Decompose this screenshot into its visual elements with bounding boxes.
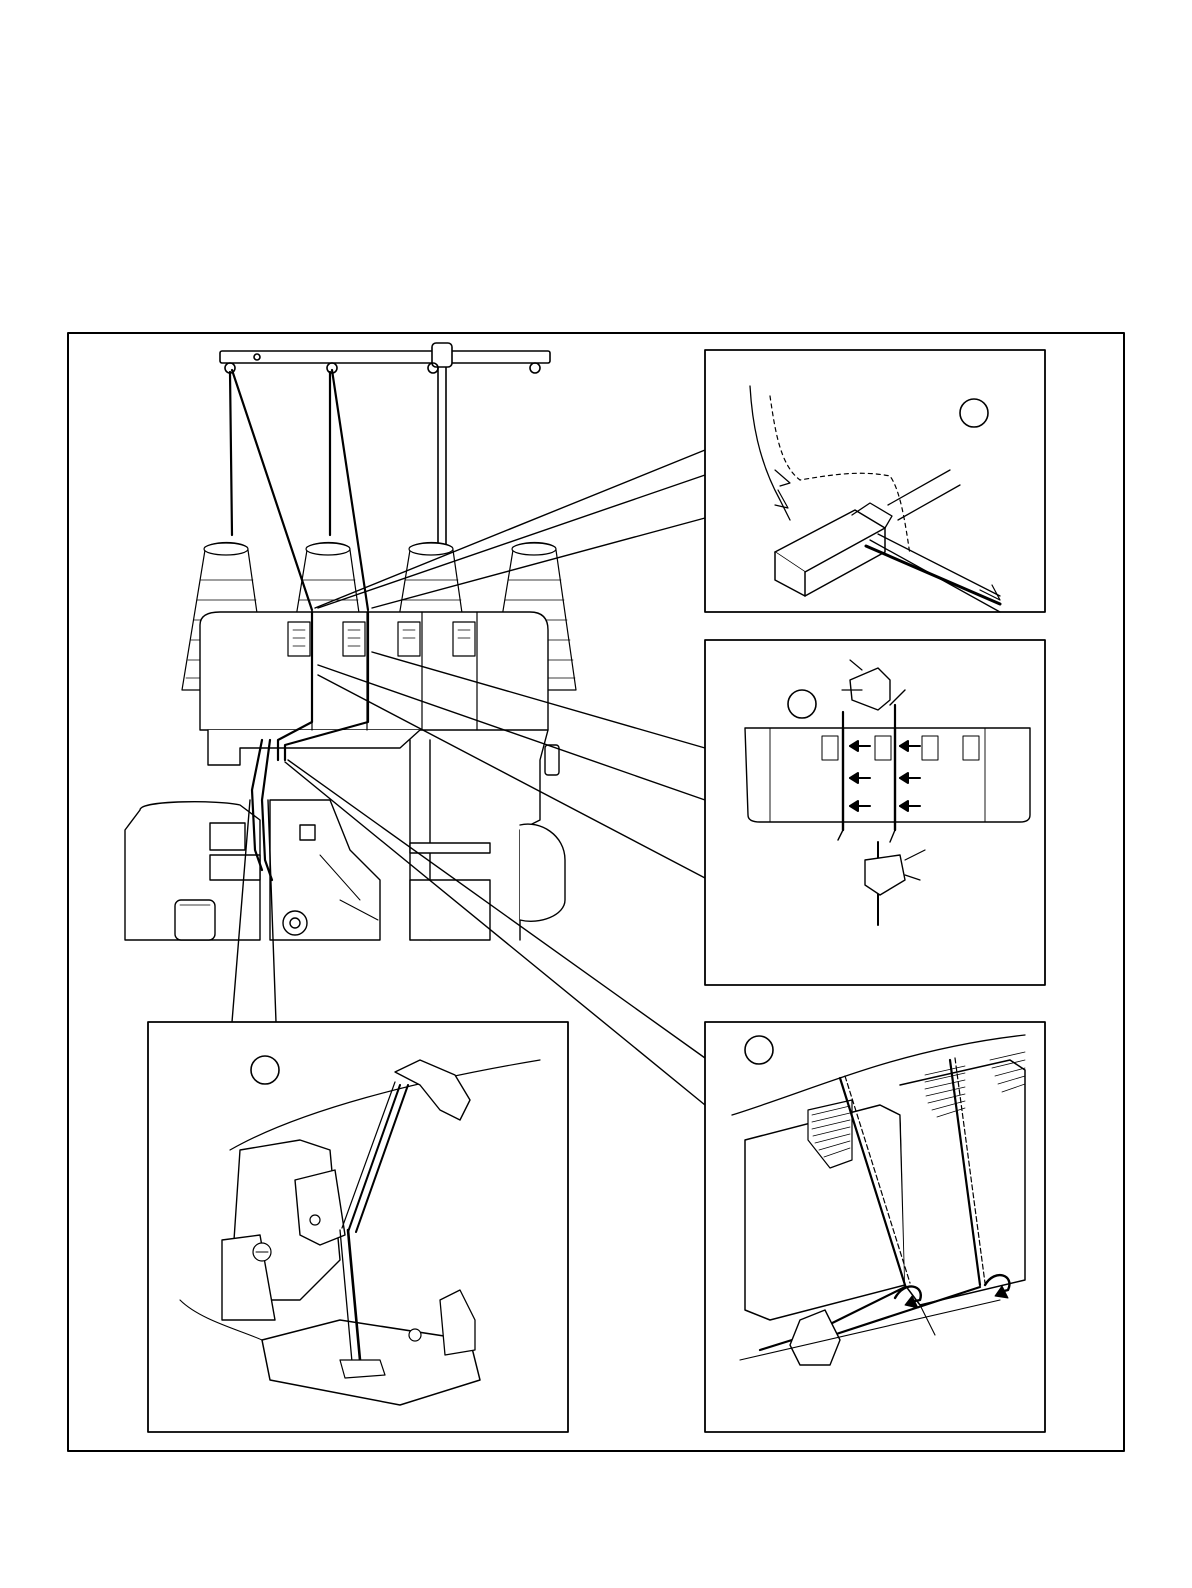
callout-circle-middle-right	[788, 690, 816, 718]
callout-circle-lower-right	[745, 1036, 773, 1064]
detail-lower-right	[705, 1022, 1045, 1432]
detail-upper-right	[705, 350, 1045, 612]
callout-leader-lines	[232, 450, 705, 1105]
detail-middle-right	[705, 640, 1045, 985]
callout-circle-lower-left	[251, 1056, 279, 1084]
detail-lower-left	[148, 1022, 568, 1432]
callout-circle-upper-right	[960, 399, 988, 427]
